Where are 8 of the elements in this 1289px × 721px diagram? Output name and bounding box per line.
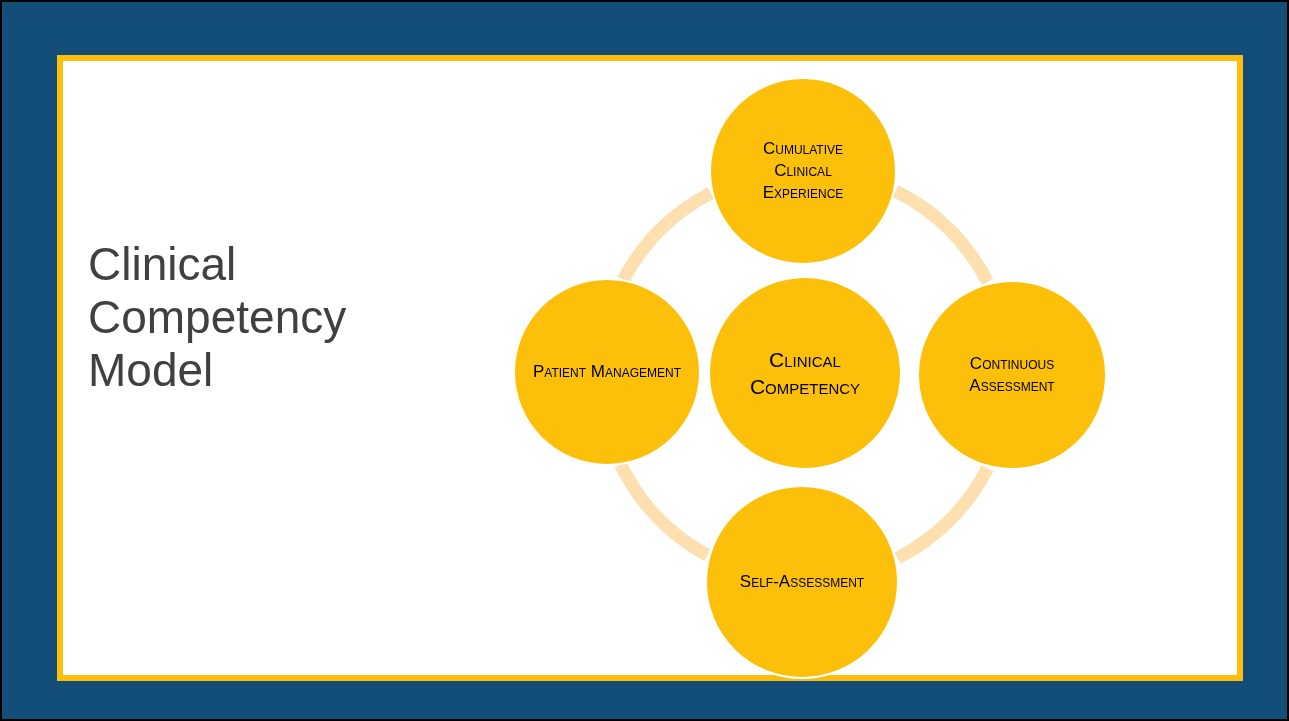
ring-arc [892, 185, 994, 285]
ring-arc [894, 465, 994, 564]
node-label: Self-Assessment [739, 570, 865, 593]
title: Clinical Competency Model [88, 238, 348, 397]
node-label: Clinical Competency [748, 346, 862, 400]
node-label: Patient Management [533, 360, 681, 383]
node-label: Cumulative Clinical Experience [761, 137, 845, 205]
node-label: Continuous Assessment [968, 352, 1056, 397]
